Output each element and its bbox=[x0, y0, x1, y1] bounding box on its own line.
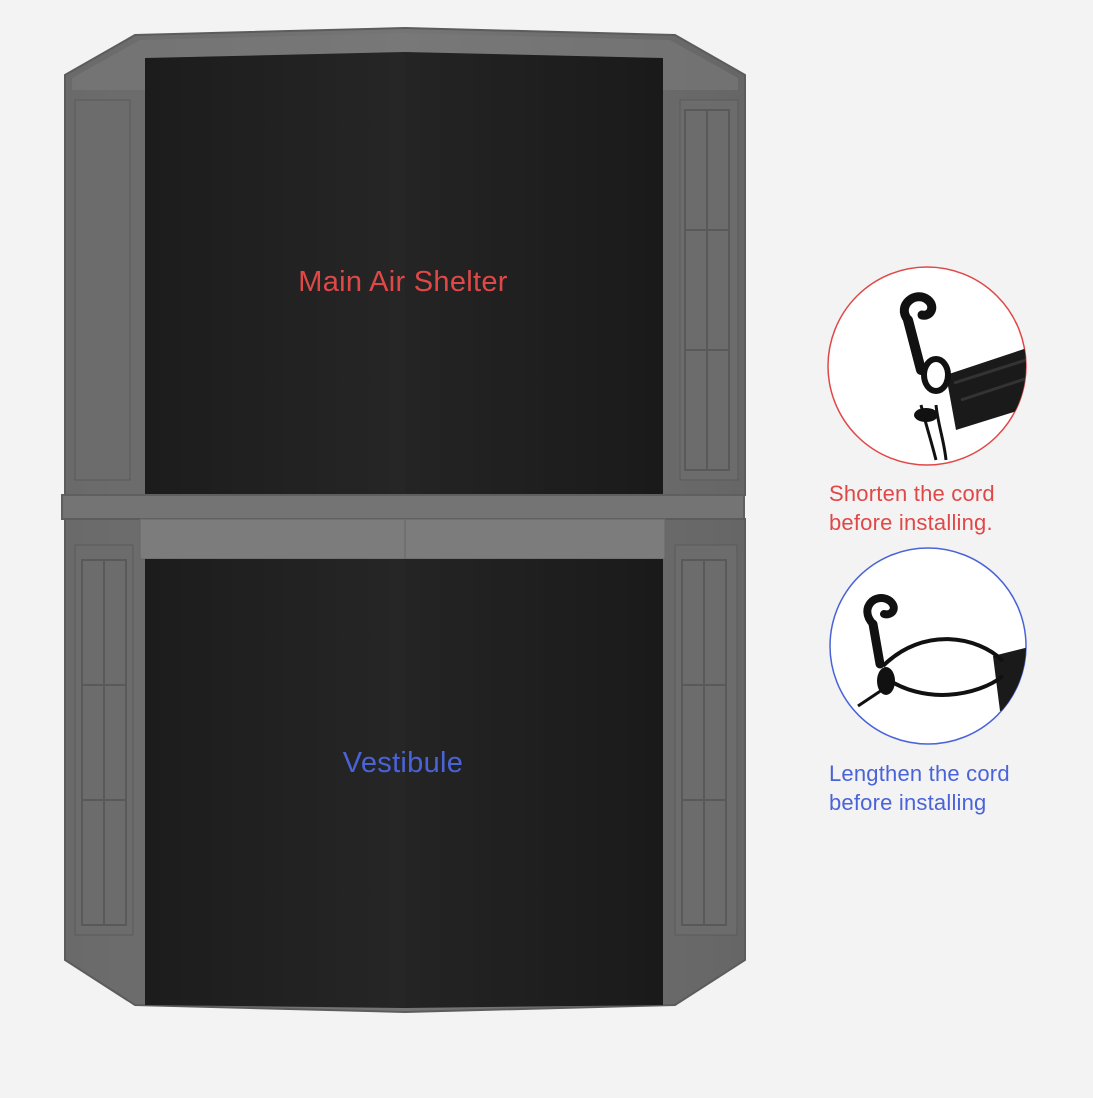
vestibule-label: Vestibule bbox=[342, 747, 464, 779]
lengthen-cord-caption: Lengthen the cord before installing bbox=[829, 759, 1079, 817]
shorten-cord-caption: Shorten the cord before installing. bbox=[829, 479, 1079, 537]
caption-line: Shorten the cord bbox=[829, 481, 995, 506]
main-air-shelter bbox=[64, 26, 746, 496]
bungee-hook-shortened-icon bbox=[827, 266, 1027, 466]
vent-grid-right-top bbox=[684, 109, 730, 471]
caption-line: before installing bbox=[829, 790, 987, 815]
caption-line: Lengthen the cord bbox=[829, 761, 1010, 786]
main-air-shelter-label: Main Air Shelter bbox=[298, 266, 508, 298]
joining-band bbox=[61, 494, 745, 520]
vestibule bbox=[64, 518, 746, 1014]
vent-grid-right-bottom bbox=[681, 559, 727, 926]
vent-grid-left-bottom bbox=[81, 559, 127, 926]
bungee-hook-lengthened-icon bbox=[829, 547, 1027, 745]
caption-line: before installing. bbox=[829, 510, 993, 535]
